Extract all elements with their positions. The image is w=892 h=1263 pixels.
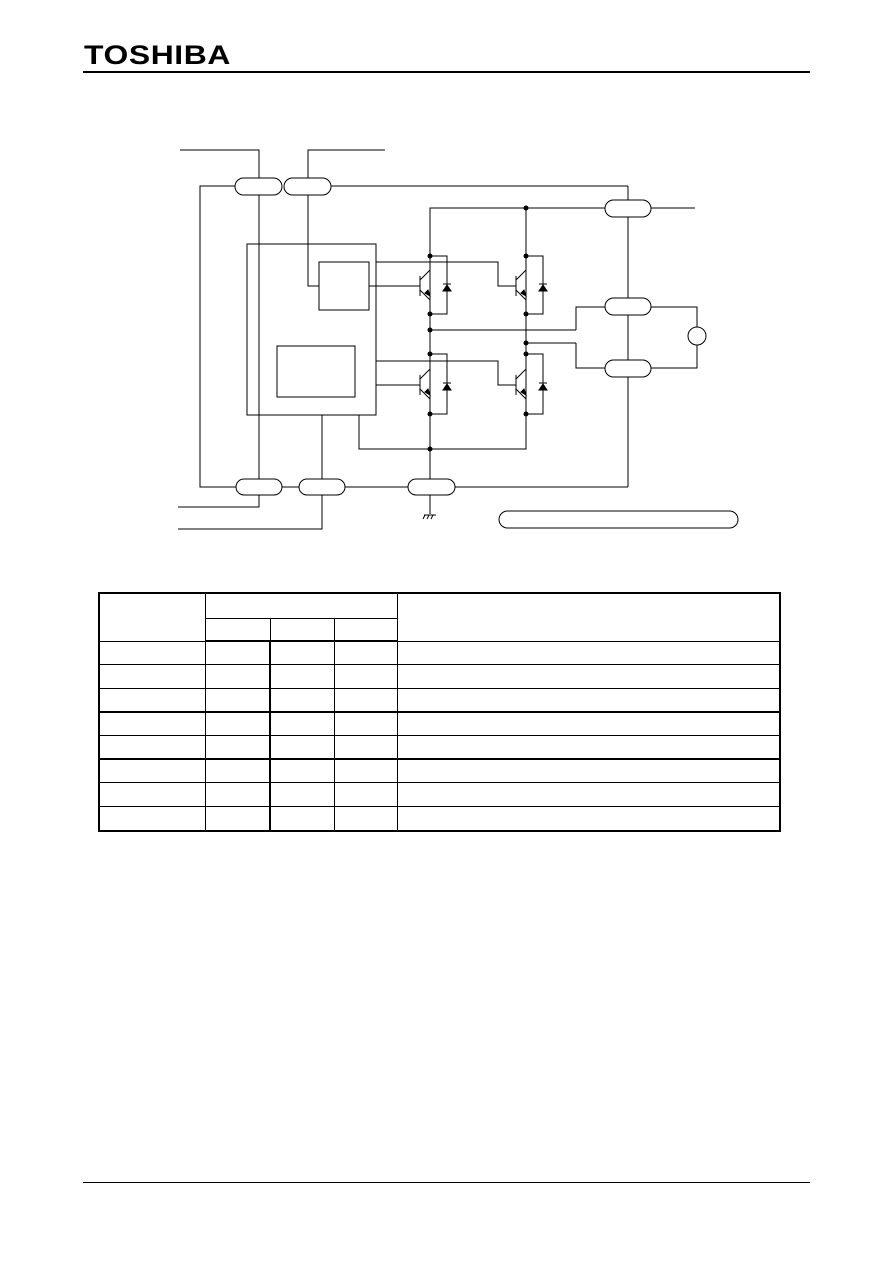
table-row [98, 805, 781, 832]
pin-oval [234, 177, 283, 196]
table-row [98, 711, 781, 737]
table-row [98, 687, 781, 713]
table-header-row [98, 592, 781, 642]
pin-oval [298, 478, 346, 496]
ic-box [246, 243, 377, 416]
header-cell [333, 618, 398, 643]
pin-oval [604, 297, 652, 316]
table-row [98, 664, 781, 689]
wire-left-loop [199, 185, 236, 488]
header-cell [269, 618, 335, 643]
sub-block-upper [318, 261, 370, 311]
pin-oval [604, 359, 652, 378]
pin-oval [235, 478, 283, 496]
pin-oval [604, 199, 652, 218]
table-row [98, 735, 781, 761]
header-cell [98, 592, 206, 642]
table-subheader-row [99, 618, 780, 643]
wire-top-left [180, 149, 260, 178]
label-capsule [498, 510, 739, 529]
table-row [98, 640, 781, 666]
header-rule [83, 71, 810, 73]
motor-symbol [687, 326, 707, 346]
table-row [98, 758, 781, 784]
table-row [98, 782, 781, 807]
pin-function-table [98, 592, 781, 832]
wire-supply-rail [429, 207, 605, 256]
header-cell [396, 592, 781, 642]
header-cell [204, 592, 398, 620]
pin-oval [407, 478, 456, 496]
block-diagram [178, 149, 739, 530]
footer-rule [83, 1182, 810, 1183]
pin-oval [283, 177, 332, 196]
ground-icon [422, 514, 436, 520]
header-cell [204, 618, 271, 643]
sub-block-lower [276, 345, 356, 398]
wire-top-right [307, 149, 385, 178]
toshiba-logo: TOSHIBA [84, 40, 231, 70]
